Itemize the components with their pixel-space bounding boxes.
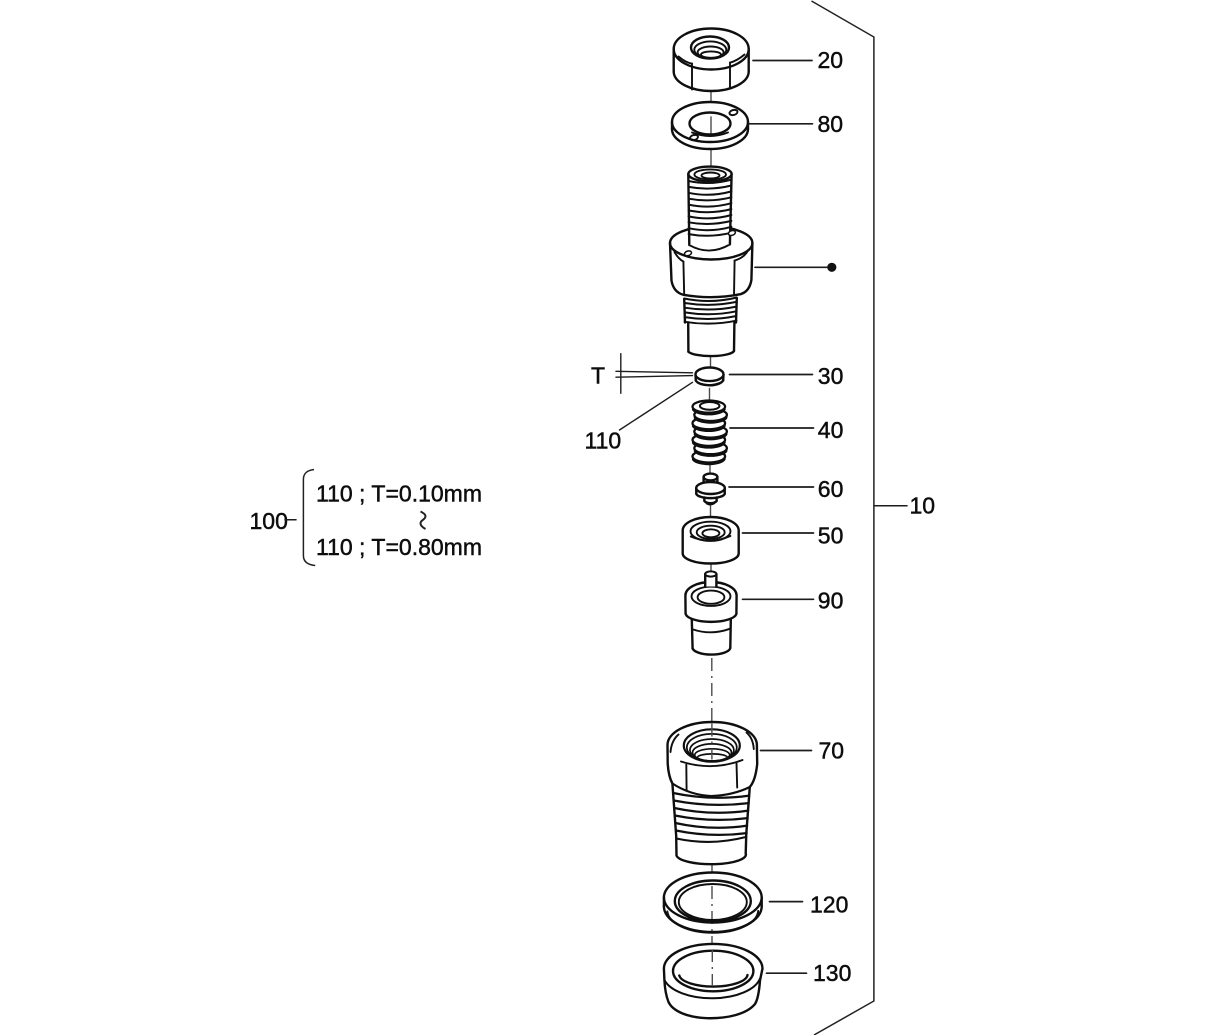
- svg-text:130: 130: [813, 960, 851, 986]
- svg-text:120: 120: [810, 892, 848, 918]
- svg-text:20: 20: [818, 47, 844, 73]
- svg-text:80: 80: [818, 111, 844, 137]
- svg-text:50: 50: [818, 522, 844, 548]
- svg-text:110 ; T=0.10mm: 110 ; T=0.10mm: [316, 480, 482, 506]
- svg-text:40: 40: [818, 417, 844, 443]
- svg-text:T: T: [591, 363, 605, 389]
- svg-text:10: 10: [910, 493, 936, 519]
- svg-text:60: 60: [818, 476, 844, 502]
- svg-text:110: 110: [585, 428, 622, 454]
- svg-text:90: 90: [818, 588, 844, 614]
- svg-text:70: 70: [819, 738, 845, 764]
- svg-text:30: 30: [818, 363, 844, 389]
- svg-text:100: 100: [250, 508, 288, 534]
- svg-text:110 ; T=0.80mm: 110 ; T=0.80mm: [316, 534, 482, 560]
